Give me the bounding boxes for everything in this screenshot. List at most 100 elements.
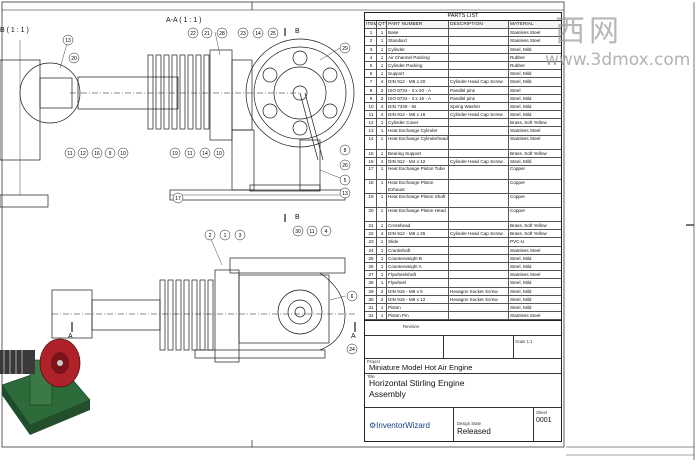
- parts-cell-qty: 1: [377, 238, 387, 246]
- parts-cell-part: ISO 8734 - 3 x 16 - A: [387, 94, 449, 102]
- parts-cell-desc: [449, 29, 509, 37]
- parts-cell-desc: [449, 279, 509, 287]
- parts-cell-mat: PVC-U: [510, 239, 525, 245]
- parts-cell-mat: Copper: [510, 194, 526, 199]
- parts-cell-part: Counterweight A: [387, 262, 449, 271]
- balloon-number: 11: [309, 229, 314, 235]
- parts-cell-part: Heat Exchange Piston Exhaust: [387, 180, 449, 193]
- parts-cell-mat: Steel, Mild: [510, 46, 532, 52]
- parts-cell-part: Cylinder Cover: [387, 119, 449, 127]
- title-block: Revision Scale 1:1 Project Miniature Mod…: [364, 320, 562, 442]
- parts-cell-item: 10: [365, 102, 377, 111]
- parts-cell-desc: [449, 135, 509, 149]
- parts-cell-mat: Steel, Mild: [510, 71, 532, 77]
- balloon-number: 25: [270, 31, 276, 37]
- parts-cell-part: DIN 912 - M6 x 25: [387, 230, 449, 238]
- balloon-number: 6: [351, 294, 354, 300]
- parts-cell-part: Piston Pin: [387, 312, 449, 320]
- parts-cell-desc: [449, 45, 509, 53]
- balloon-number: 21: [204, 31, 210, 37]
- parts-cell-qty: 1: [377, 279, 387, 287]
- project-name: Miniature Model Hot Air Engine: [369, 363, 473, 372]
- drawing-title-line1: Horizontal Stirling Engine: [369, 378, 465, 388]
- balloon-number: 26: [342, 163, 348, 169]
- parts-cell-part: Air Channel Packing: [387, 53, 449, 61]
- parts-cell-item: 20: [365, 208, 377, 221]
- parts-cell-qty: 4: [377, 157, 387, 165]
- header-description: DESCRIPTION: [449, 21, 509, 29]
- parts-cell-qty: 1: [377, 37, 387, 45]
- parts-cell-item: 8: [365, 86, 377, 94]
- balloon-number: 10: [216, 151, 222, 157]
- balloon-number: 20: [71, 56, 77, 62]
- parts-cell-item: 15: [365, 149, 377, 157]
- detail-view-label: B ( 1 : 1 ): [0, 27, 29, 34]
- parts-cell-qty: 1: [377, 70, 387, 78]
- parts-cell-mat: Steel, Mild: [510, 288, 532, 294]
- parts-cell-mat: Copper: [510, 180, 526, 185]
- balloon-number: 13: [342, 191, 348, 197]
- header-part-number: PART NUMBER: [387, 21, 449, 29]
- parts-cell-item: 5: [365, 61, 377, 70]
- parts-cell-mat: Steel: [510, 87, 521, 93]
- parts-cell-mat: Steel, Mild: [510, 103, 532, 109]
- watermark-cn: 西网: [555, 14, 623, 49]
- parts-cell-part: Heat Exchange Cylinder: [387, 127, 449, 135]
- parts-cell-qty: 1: [377, 303, 387, 312]
- item-balloons: [62, 27, 358, 355]
- parts-cell-mat: Stainless Steel: [510, 272, 541, 278]
- parts-cell-part: Crankshaft: [387, 246, 449, 254]
- parts-cell-part: DIN 912 - M6 x 16: [387, 111, 449, 119]
- parts-cell-qty: 1: [377, 222, 387, 230]
- parts-cell-desc: [449, 53, 509, 61]
- sheet-frame-right: [566, 2, 695, 460]
- section-marker-a-right: A: [351, 333, 356, 340]
- balloon-number: 8: [344, 148, 347, 154]
- balloon-number: 9: [109, 151, 112, 157]
- parts-cell-qty: 1: [377, 61, 387, 70]
- parts-cell-desc: [449, 222, 509, 230]
- parts-cell-item: 11: [365, 111, 377, 119]
- parts-cell-qty: 1: [377, 135, 387, 149]
- design-state: Released: [457, 427, 491, 436]
- parts-cell-item: 26: [365, 262, 377, 271]
- parts-cell-qty: 1: [377, 180, 387, 193]
- parts-cell-part: Support: [387, 70, 449, 78]
- balloon-number: 24: [349, 347, 355, 353]
- balloon-number: 5: [344, 178, 347, 184]
- parts-cell-part: Counterweight B: [387, 254, 449, 262]
- parts-cell-desc: [449, 119, 509, 127]
- parts-list-title: PARTS LIST: [365, 13, 561, 21]
- parts-cell-mat: Brass, Soft Yellow: [510, 120, 547, 126]
- parts-cell-qty: 4: [377, 111, 387, 119]
- parts-cell-qty: 1: [377, 45, 387, 53]
- balloon-number: 12: [80, 151, 86, 157]
- parts-cell-mat: Copper: [510, 208, 526, 213]
- parts-cell-desc: Cylinder Head Cap Screw: [449, 230, 509, 238]
- parts-cell-mat: Steel, Mild: [510, 296, 532, 302]
- parts-cell-desc: [449, 166, 509, 179]
- parts-cell-mat: Steel, Mild: [510, 95, 532, 101]
- parts-cell-mat: Steel, Mild: [510, 112, 532, 118]
- inventorwizard-logo: ⚙InventorWizard: [369, 421, 430, 430]
- parts-cell-qty: 4: [377, 78, 387, 86]
- parts-cell-item: 16: [365, 157, 377, 165]
- parts-cell-item: 30: [365, 295, 377, 303]
- balloon-number: 11: [187, 151, 192, 157]
- parts-cell-part: Base: [387, 29, 449, 37]
